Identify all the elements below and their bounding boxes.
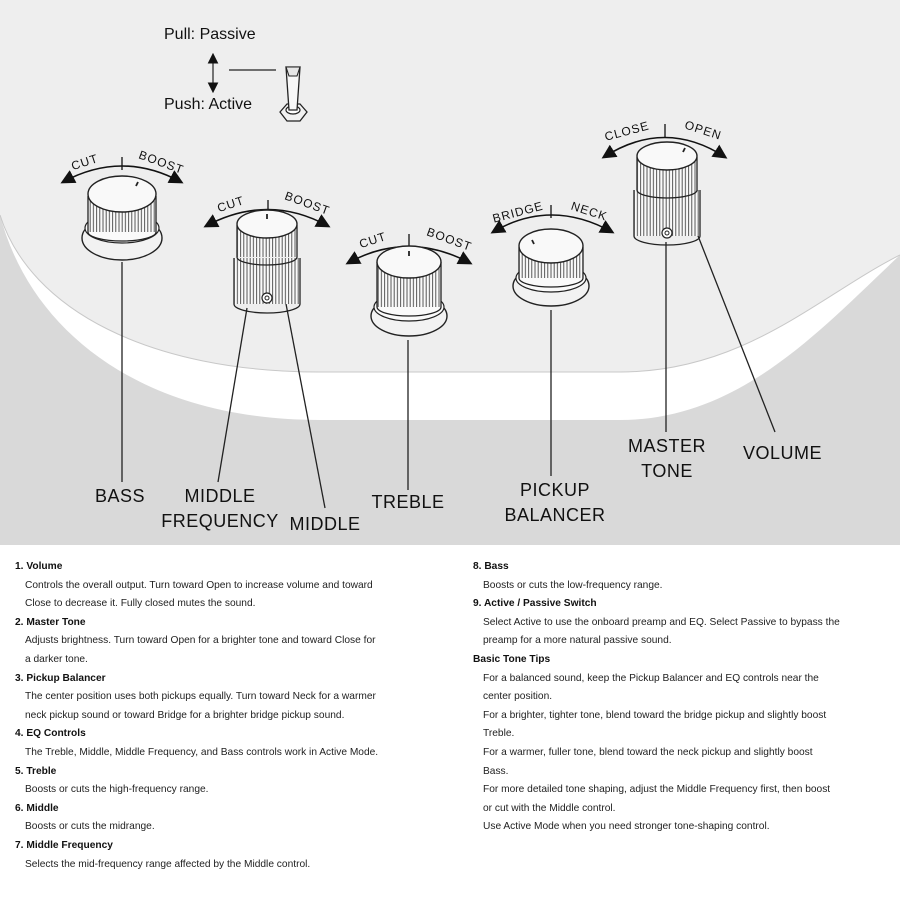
note-text: neck pickup sound or toward Bridge for a… [25,709,345,721]
note-text: Selects the mid-frequency range affected… [25,858,311,870]
switch-push-label: Push: Active [164,96,253,113]
callout-middle: MIDDLE [289,514,361,534]
note-text: Boosts or cuts the high-frequency range. [25,784,209,796]
note-text: Select Active to use the onboard preamp … [483,616,840,628]
leader-middle-frequency [217,307,248,483]
note-text: For a warmer, fuller tone, blend toward … [483,746,813,758]
note-text: The Treble, Middle, Middle Frequency, an… [25,746,379,758]
note-text: For a brighter, tighter tone, blend towa… [483,709,827,721]
note-text: Adjusts brightness. Turn toward Open for… [25,635,376,647]
note-heading: 6. Middle [15,802,59,814]
callout-volume: VOLUME [742,443,823,463]
note-text: For a balanced sound, keep the Pickup Ba… [483,672,819,684]
note-text: The center position uses both pickups eq… [25,691,376,703]
guitar-body-outline [0,214,900,373]
note-text: Boosts or cuts the low-frequency range. [483,579,663,591]
note-text: For more detailed tone shaping, adjust t… [483,784,831,796]
callout-bass: BASS [94,486,146,506]
note-heading: 9. Active / Passive Switch [473,598,597,610]
note-heading: 8. Bass [473,561,509,572]
volume-tone-stacked-knob[interactable]: CLOSE OPEN [601,118,728,246]
note-text: Close to decrease it. Fully closed mutes… [25,598,256,610]
note-heading: 5. Treble [15,765,57,777]
note-heading: Basic Tone Tips [473,653,551,665]
note-heading: 2. Master Tone [15,616,86,628]
note-heading: 4. EQ Controls [15,728,86,740]
active-passive-switch[interactable] [207,52,308,122]
note-text: Treble. [483,728,515,740]
note-text: Use Active Mode when you need stronger t… [483,821,770,833]
control-diagram: CUT BOOST CUT BOOST CUT BOOST [0,0,900,545]
note-heading: 7. Middle Frequency [15,839,113,851]
note-text: Controls the overall output. Turn toward… [25,579,373,591]
note-text: Boosts or cuts the midrange. [25,821,155,833]
note-text: a darker tone. [25,653,88,665]
note-heading: 3. Pickup Balancer [15,672,106,684]
note-text: preamp for a more natural passive sound. [483,635,672,647]
guitar-body-edge [0,215,900,545]
note-text: or cut with the Middle control. [483,802,616,814]
switch-pull-label: Pull: Passive [164,26,256,43]
note-text: center position. [483,691,553,703]
pickup-balancer-knob[interactable]: BRIDGE NECK [490,199,615,307]
note-text: Bass. [483,765,509,777]
callout-treble: TREBLE [371,492,445,512]
note-heading: 1. Volume [15,561,63,572]
guitar-body-top [0,0,900,372]
